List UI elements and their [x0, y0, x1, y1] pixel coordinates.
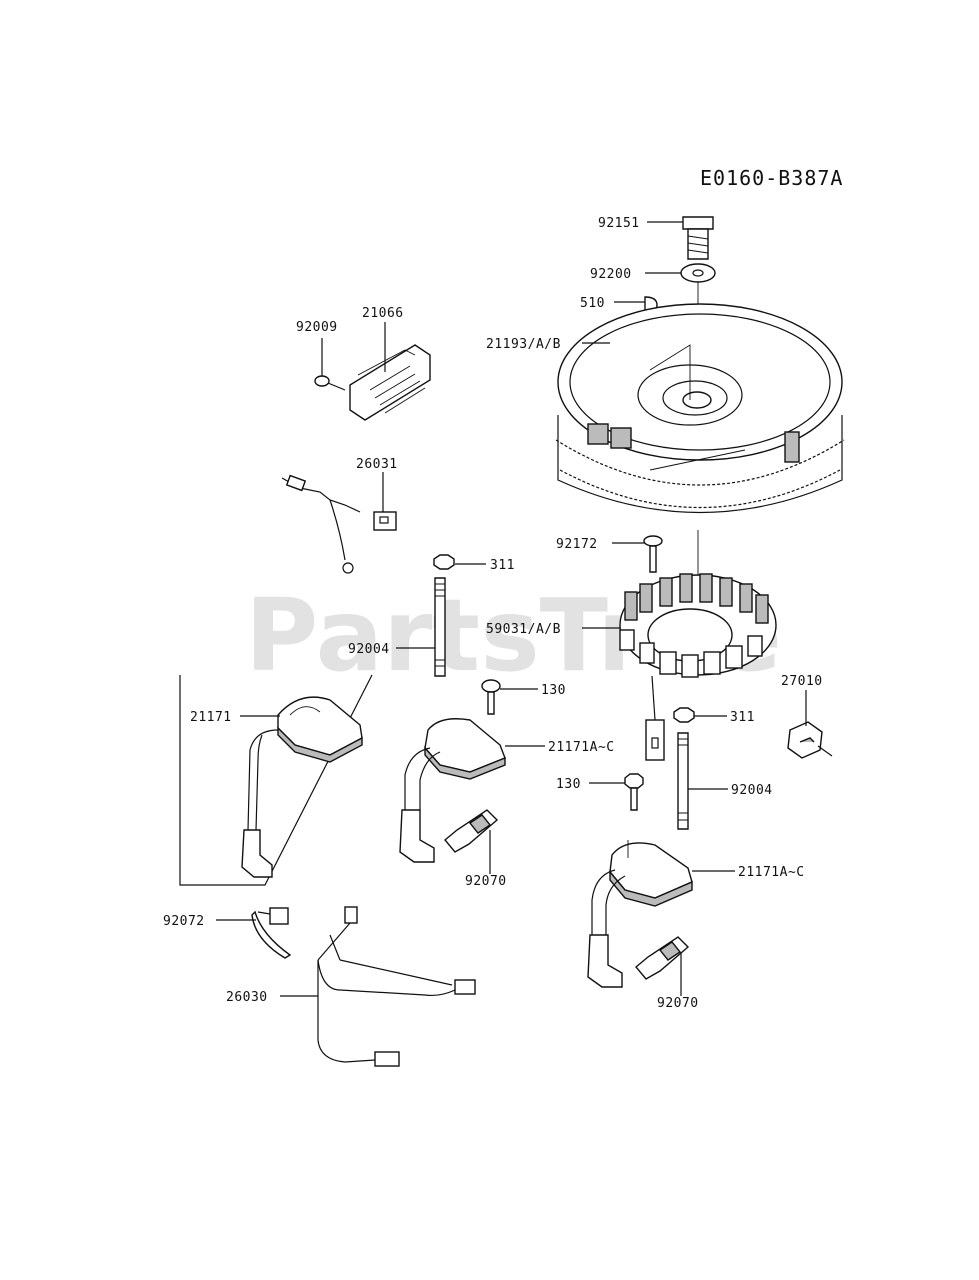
label-59031[interactable]: 59031/A/B	[486, 622, 561, 637]
flywheel-21193-icon	[555, 303, 845, 514]
label-92072[interactable]: 92072	[163, 914, 205, 929]
wire-92072-icon	[251, 907, 292, 959]
label-92151[interactable]: 92151	[598, 216, 640, 231]
nut-311-icon	[433, 554, 455, 570]
label-21066[interactable]: 21066	[362, 306, 404, 321]
ignition-coil-21171-icon	[241, 696, 363, 878]
stud-92004-b-icon	[677, 732, 689, 830]
ignition-coil-21171b-icon	[587, 840, 693, 988]
diagram-code: E0160-B387A	[700, 166, 843, 190]
stator-connector-icon	[645, 675, 665, 761]
regulator-21066-icon	[349, 344, 431, 421]
spark-plug-92070-b-icon	[635, 936, 690, 980]
label-130-a[interactable]: 130	[541, 683, 566, 698]
screw-92172-icon	[643, 535, 663, 573]
switch-27010-icon	[787, 721, 833, 759]
label-92004-a[interactable]: 92004	[348, 642, 390, 657]
label-21171a[interactable]: 21171A~C	[548, 740, 615, 755]
label-92172[interactable]: 92172	[556, 537, 598, 552]
ignition-coil-21171a-icon	[399, 718, 506, 863]
washer-92200-icon	[680, 263, 716, 283]
label-92070-a[interactable]: 92070	[465, 874, 507, 889]
label-26031[interactable]: 26031	[356, 457, 398, 472]
label-21193[interactable]: 21193/A/B	[486, 337, 561, 352]
label-130-b[interactable]: 130	[556, 777, 581, 792]
label-92200[interactable]: 92200	[590, 267, 632, 282]
spark-plug-92070-a-icon	[444, 809, 499, 853]
harness-26031-icon	[281, 474, 397, 574]
label-92070-b[interactable]: 92070	[657, 996, 699, 1011]
label-27010[interactable]: 27010	[781, 674, 823, 689]
screw-92009-icon	[314, 375, 346, 391]
label-21171[interactable]: 21171	[190, 710, 232, 725]
bolt-130-b-icon	[624, 773, 644, 811]
label-21171b[interactable]: 21171A~C	[738, 865, 805, 880]
label-92004-b[interactable]: 92004	[731, 783, 773, 798]
label-311-b[interactable]: 311	[730, 710, 755, 725]
label-26030[interactable]: 26030	[226, 990, 268, 1005]
stator-59031-icon	[619, 573, 777, 678]
label-510[interactable]: 510	[580, 296, 605, 311]
stud-92004-icon	[434, 577, 446, 677]
bolt-92151-icon	[682, 216, 714, 260]
harness-26030-icon	[317, 906, 476, 1067]
bolt-130-a-icon	[481, 679, 501, 715]
label-311-a[interactable]: 311	[490, 558, 515, 573]
nut-311-b-icon	[673, 707, 695, 723]
coil-group-bracket	[179, 674, 373, 886]
label-92009[interactable]: 92009	[296, 320, 338, 335]
